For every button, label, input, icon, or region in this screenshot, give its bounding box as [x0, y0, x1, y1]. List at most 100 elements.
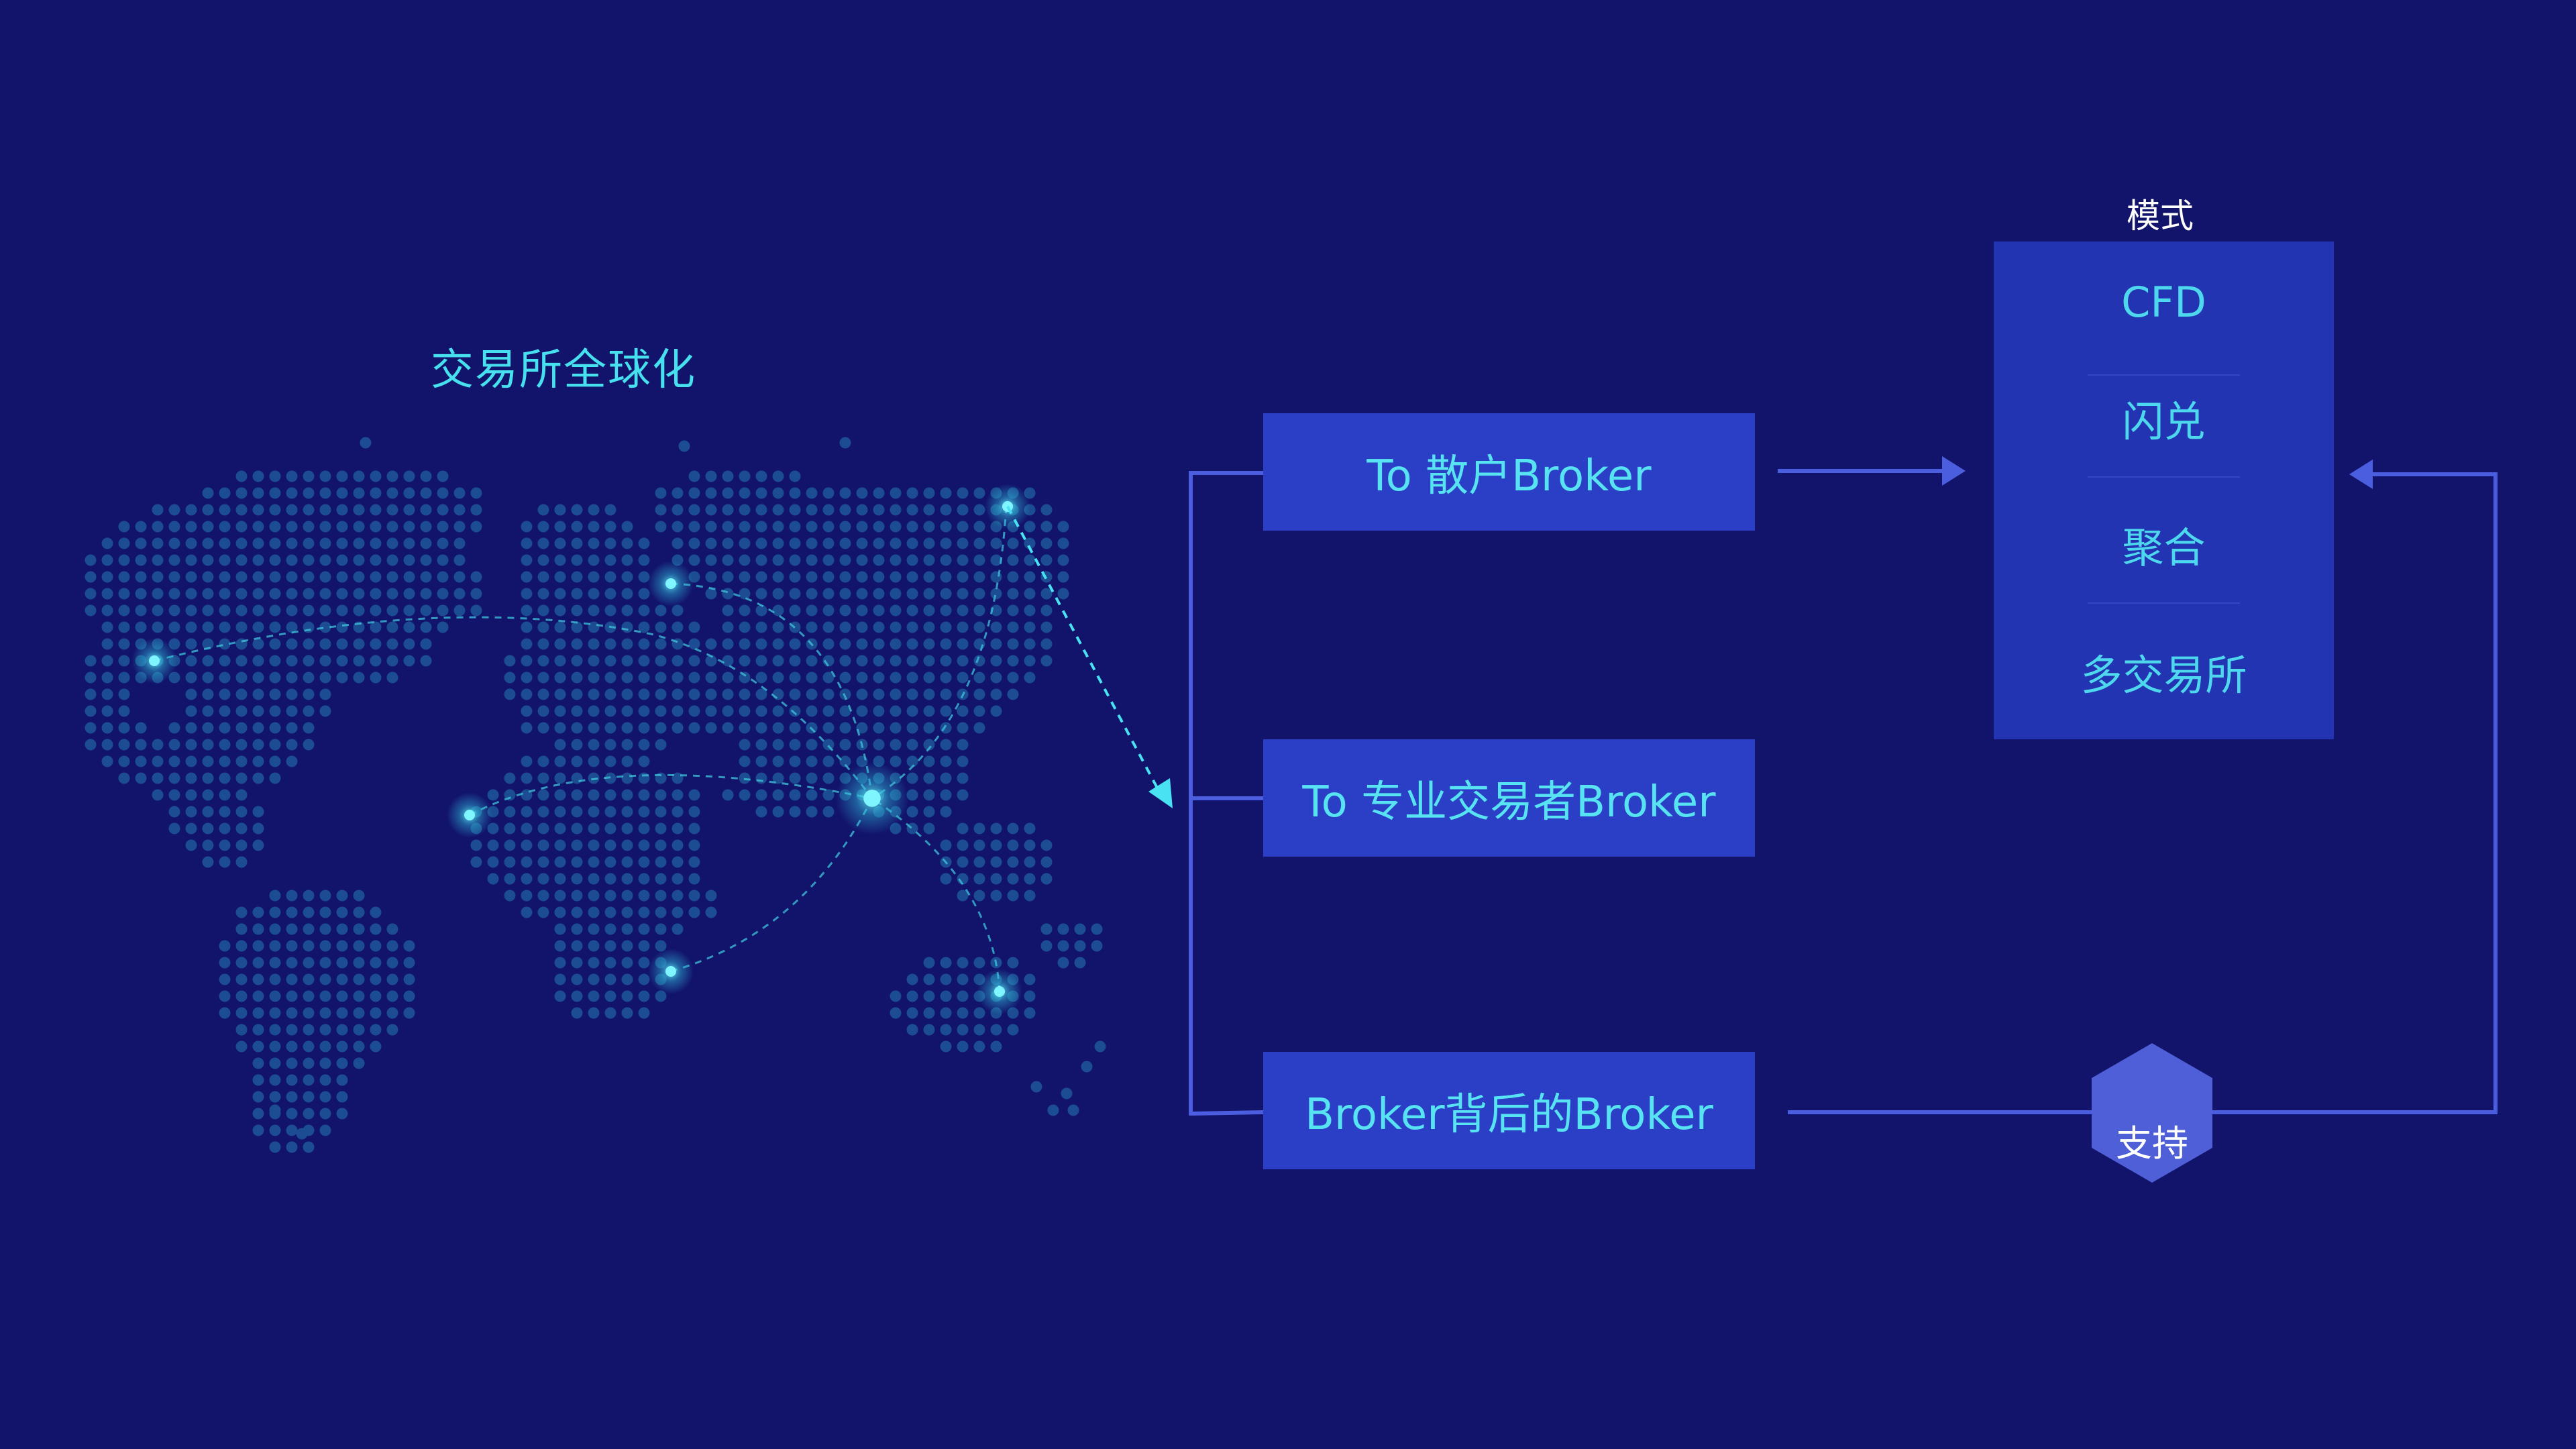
map-dot — [252, 1091, 264, 1103]
map-dot — [923, 554, 935, 566]
map-dot — [806, 655, 818, 667]
map-dot — [521, 521, 533, 533]
map-dot — [336, 588, 348, 600]
map-dot — [940, 688, 952, 700]
map-dot — [755, 688, 767, 700]
support-hexagon — [2092, 1043, 2212, 1183]
map-dot — [286, 1091, 298, 1103]
map-dot — [370, 621, 382, 633]
map-dot — [923, 772, 935, 784]
map-dot — [470, 839, 482, 851]
map-dot — [672, 873, 684, 885]
map-dot — [705, 705, 717, 717]
map-dot — [588, 890, 600, 902]
map-dot — [1057, 521, 1069, 533]
map-dot — [554, 973, 566, 985]
map-dot — [303, 470, 315, 482]
map-dot — [303, 688, 315, 700]
map-dot — [789, 672, 801, 684]
broker-behind-broker-box: Broker背后的Broker — [1263, 1052, 1755, 1169]
map-dot — [755, 638, 767, 650]
map-dot — [755, 504, 767, 516]
map-dot — [537, 638, 549, 650]
map-dot — [957, 621, 969, 633]
map-dot — [370, 973, 382, 985]
map-dot — [252, 1124, 264, 1136]
map-dot — [1040, 521, 1053, 533]
map-dot — [957, 789, 969, 801]
map-dot — [655, 521, 667, 533]
map-dot — [135, 588, 147, 600]
map-dot — [1091, 923, 1103, 935]
map-dot — [336, 1108, 348, 1120]
map-dot — [152, 504, 164, 516]
map-dot — [772, 537, 784, 549]
map-dot — [1007, 1024, 1019, 1036]
map-dot — [386, 588, 398, 600]
map-dot — [85, 604, 97, 616]
map-dot — [1024, 822, 1036, 835]
map-dot — [286, 906, 298, 918]
map-dot — [621, 554, 633, 566]
map-dot — [873, 688, 885, 700]
map-dot — [319, 638, 331, 650]
map-dot — [521, 890, 533, 902]
map-dot — [588, 655, 600, 667]
map-dot — [437, 487, 449, 499]
map-dot — [118, 722, 130, 734]
map-dot — [303, 1024, 315, 1036]
map-dot — [772, 672, 784, 684]
map-dot — [386, 504, 398, 516]
map-dot — [722, 688, 734, 700]
map-dot — [789, 554, 801, 566]
map-dot — [621, 604, 633, 616]
map-dot — [906, 990, 918, 1002]
map-dot — [906, 672, 918, 684]
map-dot — [202, 588, 214, 600]
map-dot — [252, 571, 264, 583]
map-dot — [604, 906, 616, 918]
map-dot — [85, 672, 97, 684]
map-dot — [286, 957, 298, 969]
map-dot — [336, 906, 348, 918]
map-dot — [386, 672, 398, 684]
map-dot — [789, 604, 801, 616]
map-dot — [1024, 839, 1036, 851]
map-dot — [286, 1007, 298, 1019]
map-dot — [604, 638, 616, 650]
map-dot — [286, 755, 298, 767]
map-dot — [252, 906, 264, 918]
map-dot — [353, 672, 365, 684]
map-dot — [554, 990, 566, 1002]
map-dot — [672, 655, 684, 667]
map-dot — [168, 588, 180, 600]
map-dot — [370, 571, 382, 583]
map-dot — [940, 487, 952, 499]
map-dot — [772, 604, 784, 616]
map-dot — [1024, 521, 1036, 533]
retail-broker-label: To 散户Broker — [1366, 451, 1652, 501]
map-dot — [185, 672, 197, 684]
map-dot — [168, 755, 180, 767]
map-dot — [202, 856, 214, 868]
map-dot — [269, 672, 281, 684]
map-dot — [269, 571, 281, 583]
map-dot — [621, 571, 633, 583]
map-dot — [638, 672, 650, 684]
map-dot — [678, 440, 690, 452]
map-dot — [739, 504, 751, 516]
map-dot — [722, 487, 734, 499]
map-dot — [1040, 504, 1053, 516]
map-dot — [269, 1007, 281, 1019]
map-dot — [621, 906, 633, 918]
map-dot — [672, 672, 684, 684]
map-dot — [1047, 1104, 1059, 1116]
map-dot — [604, 688, 616, 700]
map-dot — [973, 957, 985, 969]
map-dot — [336, 487, 348, 499]
map-dot — [973, 621, 985, 633]
map-dot — [1007, 957, 1019, 969]
map-dot — [521, 672, 533, 684]
map-dot — [185, 655, 197, 667]
map-dot — [688, 705, 700, 717]
